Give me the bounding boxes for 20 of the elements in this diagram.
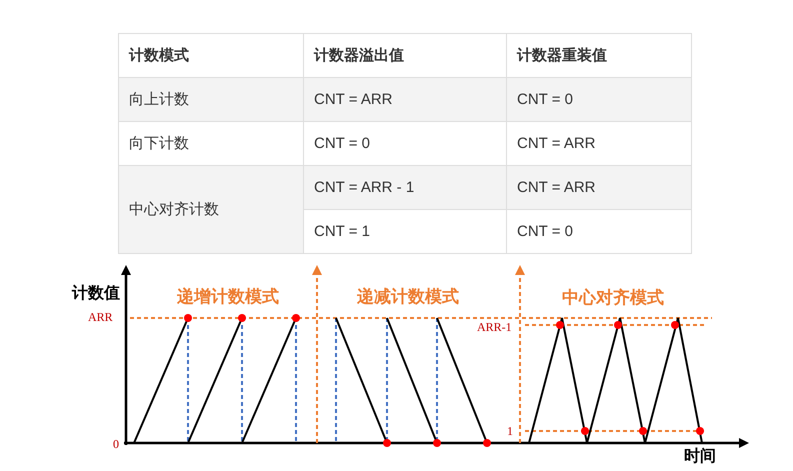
table-cell: CNT = 0 xyxy=(506,78,692,122)
table-cell: CNT = ARR - 1 xyxy=(304,166,506,210)
tick-label: ARR-1 xyxy=(477,320,512,335)
axis-label: 计数值 xyxy=(72,284,120,304)
table-cell: CNT = ARR xyxy=(506,166,692,210)
table-cell: CNT = 1 xyxy=(304,210,506,254)
header-cell: 计数器重装值 xyxy=(506,34,692,78)
tick-label: ARR xyxy=(88,310,113,325)
mode-label: 中心对齐模式 xyxy=(562,287,664,309)
mode-label: 递增计数模式 xyxy=(177,286,279,308)
table-cell: CNT = ARR xyxy=(304,78,506,122)
header-cell: 计数器溢出值 xyxy=(304,34,506,78)
table-cell: 向上计数 xyxy=(118,78,304,122)
mode-label: 递减计数模式 xyxy=(357,286,459,308)
table-cell: CNT = 0 xyxy=(506,210,692,254)
tick-label: 0 xyxy=(113,437,119,452)
tick-label: 1 xyxy=(507,424,513,439)
axis-label: 时间 xyxy=(684,446,716,467)
table-cell: 中心对齐计数 xyxy=(118,166,304,254)
header-cell: 计数模式 xyxy=(118,34,304,78)
